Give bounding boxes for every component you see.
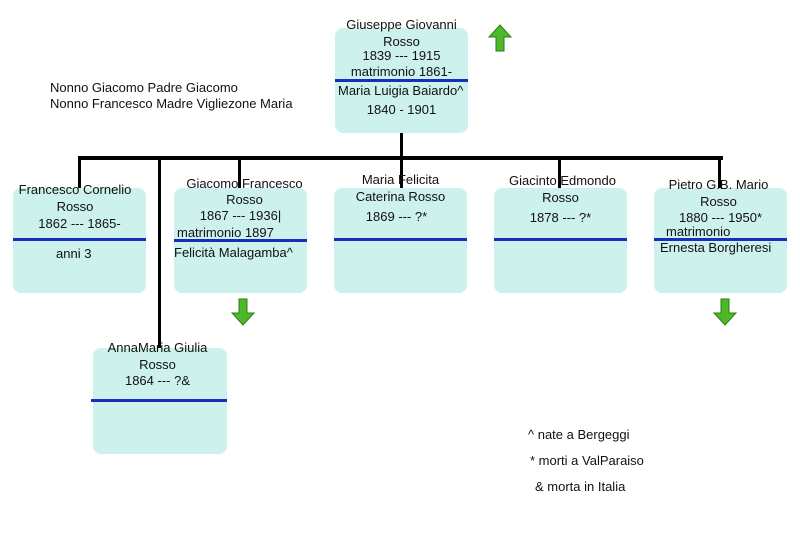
- child-2-name-line2: Rosso: [226, 192, 263, 207]
- drop-line-4: [558, 156, 561, 188]
- child-2-dates: 1867 --- 1936|: [199, 208, 282, 223]
- root-dates: 1839 --- 1915: [362, 48, 441, 63]
- child-2-divider: [174, 239, 307, 242]
- child-1-name-line2: Rosso: [56, 199, 94, 214]
- root-name-line1: Giuseppe Giovanni: [346, 17, 457, 32]
- child-1-divider: [13, 238, 146, 241]
- legend-died-italy: & morta in Italia: [535, 479, 626, 494]
- child-6-name-line1: AnnaMaria Giulia: [107, 340, 208, 355]
- root-spouse: Maria Luigia Baiardo^: [338, 83, 464, 98]
- root-spouse-dates: 1840 - 1901: [366, 102, 437, 117]
- child-2-marriage: matrimonio 1897: [177, 225, 274, 240]
- child-1-dates: 1862 --- 1865-: [38, 216, 121, 231]
- root-divider: [335, 79, 468, 82]
- child-4-name-line2: Rosso: [542, 190, 579, 205]
- child-2-name-line1: Giacomo Francesco: [186, 176, 303, 191]
- drop-line-1: [78, 156, 81, 188]
- root-stem-line: [400, 128, 403, 158]
- child-1-name-line1: Francesco Cornelio: [18, 182, 132, 197]
- legend-born-bergeggi: ^ nate a Bergeggi: [528, 427, 630, 442]
- child-5-name-line1: Pietro G.B. Mario: [668, 177, 769, 192]
- arrow-down-icon[interactable]: [231, 298, 255, 326]
- arrow-down-icon[interactable]: [713, 298, 737, 326]
- child-2-spouse: Felicità Malagamba^: [174, 245, 293, 260]
- child-6-divider: [91, 399, 227, 402]
- child-5-divider: [654, 238, 787, 241]
- arrow-up-icon[interactable]: [488, 24, 512, 52]
- child-3-dates: 1869 --- ?*: [365, 209, 428, 224]
- child-4-name-line1: Giacinto Edmondo: [509, 173, 616, 188]
- legend-died-valparaiso: * morti a ValParaiso: [530, 453, 644, 468]
- grandparents-line-1: Nonno Giacomo Padre Giacomo: [50, 80, 238, 95]
- drop-line-5: [718, 156, 721, 188]
- child-5-name-line2: Rosso: [700, 194, 737, 209]
- child-6-name-line2: Rosso: [139, 357, 176, 372]
- child-5-spouse: Ernesta Borgheresi: [660, 240, 772, 255]
- root-name-line2: Rosso: [383, 34, 420, 49]
- child-3-name-line2: Caterina Rosso: [355, 189, 446, 204]
- child-3-divider: [334, 238, 467, 241]
- child-5-dates: 1880 --- 1950*: [678, 210, 763, 225]
- child-4-dates: 1878 --- ?*: [529, 210, 592, 225]
- child-4-divider: [494, 238, 627, 241]
- child-3-name-line1: Maria Felicita: [361, 172, 440, 187]
- child-5-marriage: matrimonio: [666, 224, 731, 239]
- drop-line-6: [158, 156, 161, 348]
- grandparents-line-2: Nonno Francesco Madre Vigliezone Maria: [50, 96, 293, 111]
- drop-line-2: [238, 156, 241, 188]
- root-marriage: matrimonio 1861-: [350, 64, 453, 79]
- drop-line-3: [400, 156, 403, 188]
- child-1-note: anni 3: [56, 246, 92, 261]
- child-6-dates: 1864 --- ?&: [124, 373, 191, 388]
